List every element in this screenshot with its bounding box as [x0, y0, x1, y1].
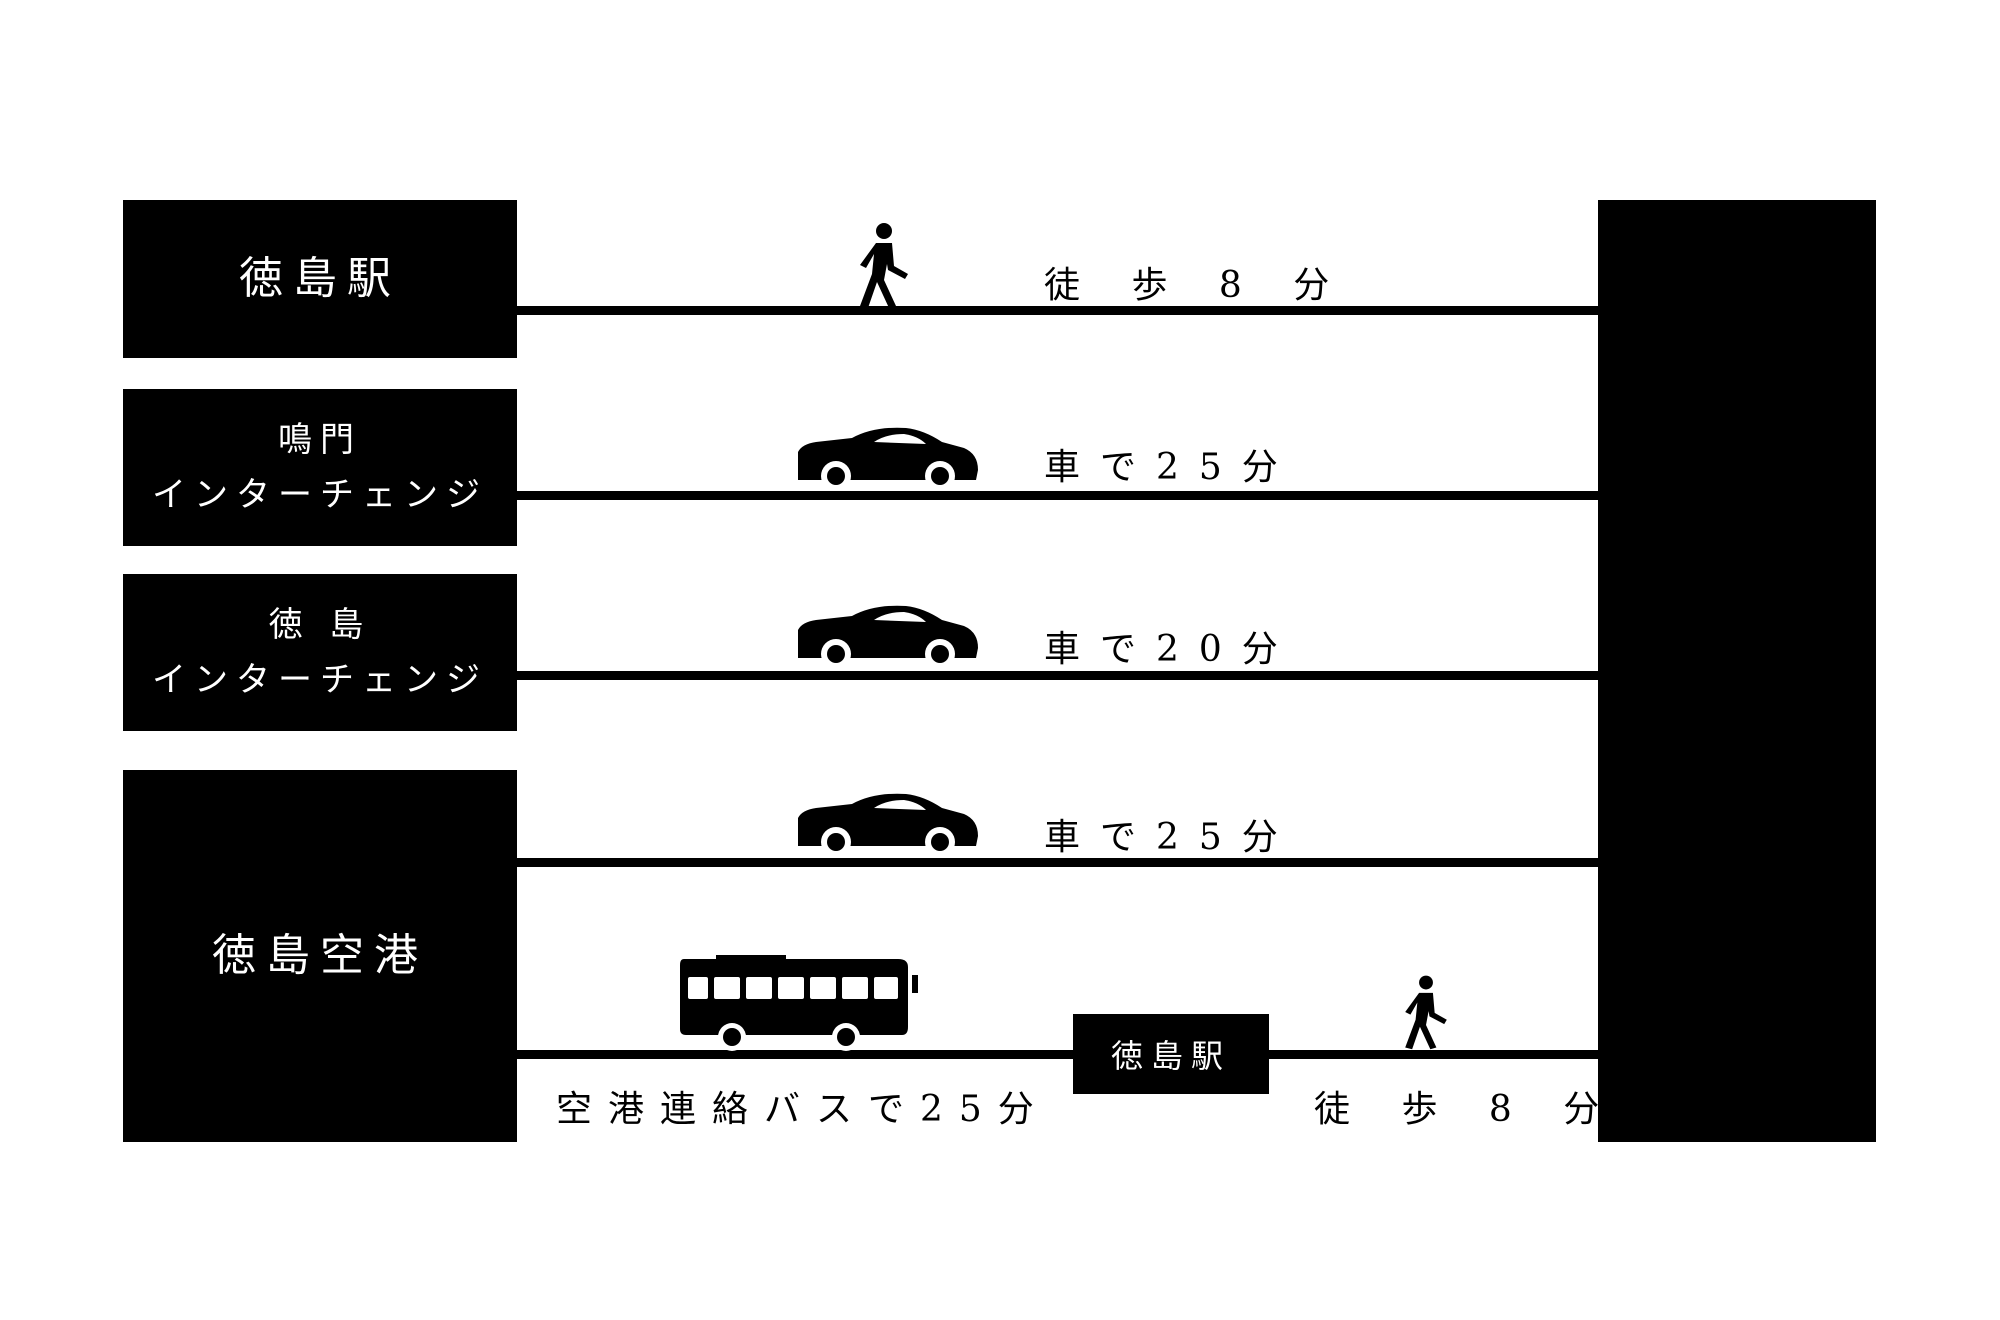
- route-label: 徒 歩 8 分: [1314, 1089, 1620, 1130]
- origin-subtitle: インターチェンジ: [152, 659, 488, 700]
- route-label: 徒 歩 8 分: [1044, 265, 1350, 306]
- origin-tokushima-airport: 徳島空港: [123, 770, 517, 1142]
- bus-icon: [680, 955, 918, 1051]
- car-icon: [798, 793, 978, 857]
- route-line: [517, 671, 1629, 680]
- walk-icon: [1405, 975, 1447, 1050]
- destination-name: あわぎんホール: [1749, 338, 1826, 870]
- destination-box: [1598, 200, 1876, 1142]
- route-line: [517, 858, 1629, 867]
- car-icon: [798, 605, 978, 669]
- origin-naruto-ic: 鳴門 インターチェンジ: [123, 389, 517, 546]
- route-label: 車で25分: [1044, 817, 1298, 858]
- origin-title: 徳島空港: [212, 929, 428, 981]
- route-label: 空港連絡バスで25分: [556, 1089, 1050, 1130]
- route-line: [517, 306, 1629, 315]
- origin-title: 徳 島: [268, 605, 372, 646]
- route-line: [517, 491, 1629, 500]
- via-station-box: 徳島駅: [1073, 1014, 1269, 1094]
- route-label: 車で25分: [1044, 447, 1298, 488]
- walk-icon: [860, 223, 908, 308]
- car-icon: [798, 427, 978, 491]
- destination-subtitle: 徳島県郷土文化会館: [1676, 468, 1711, 774]
- origin-tokushima-ic: 徳 島 インターチェンジ: [123, 574, 517, 731]
- origin-tokushima-station: 徳島駅: [123, 200, 517, 358]
- origin-title: 鳴門: [278, 420, 362, 461]
- route-label: 車で20分: [1044, 629, 1298, 670]
- origin-title: 徳島駅: [239, 252, 401, 304]
- origin-subtitle: インターチェンジ: [152, 474, 488, 515]
